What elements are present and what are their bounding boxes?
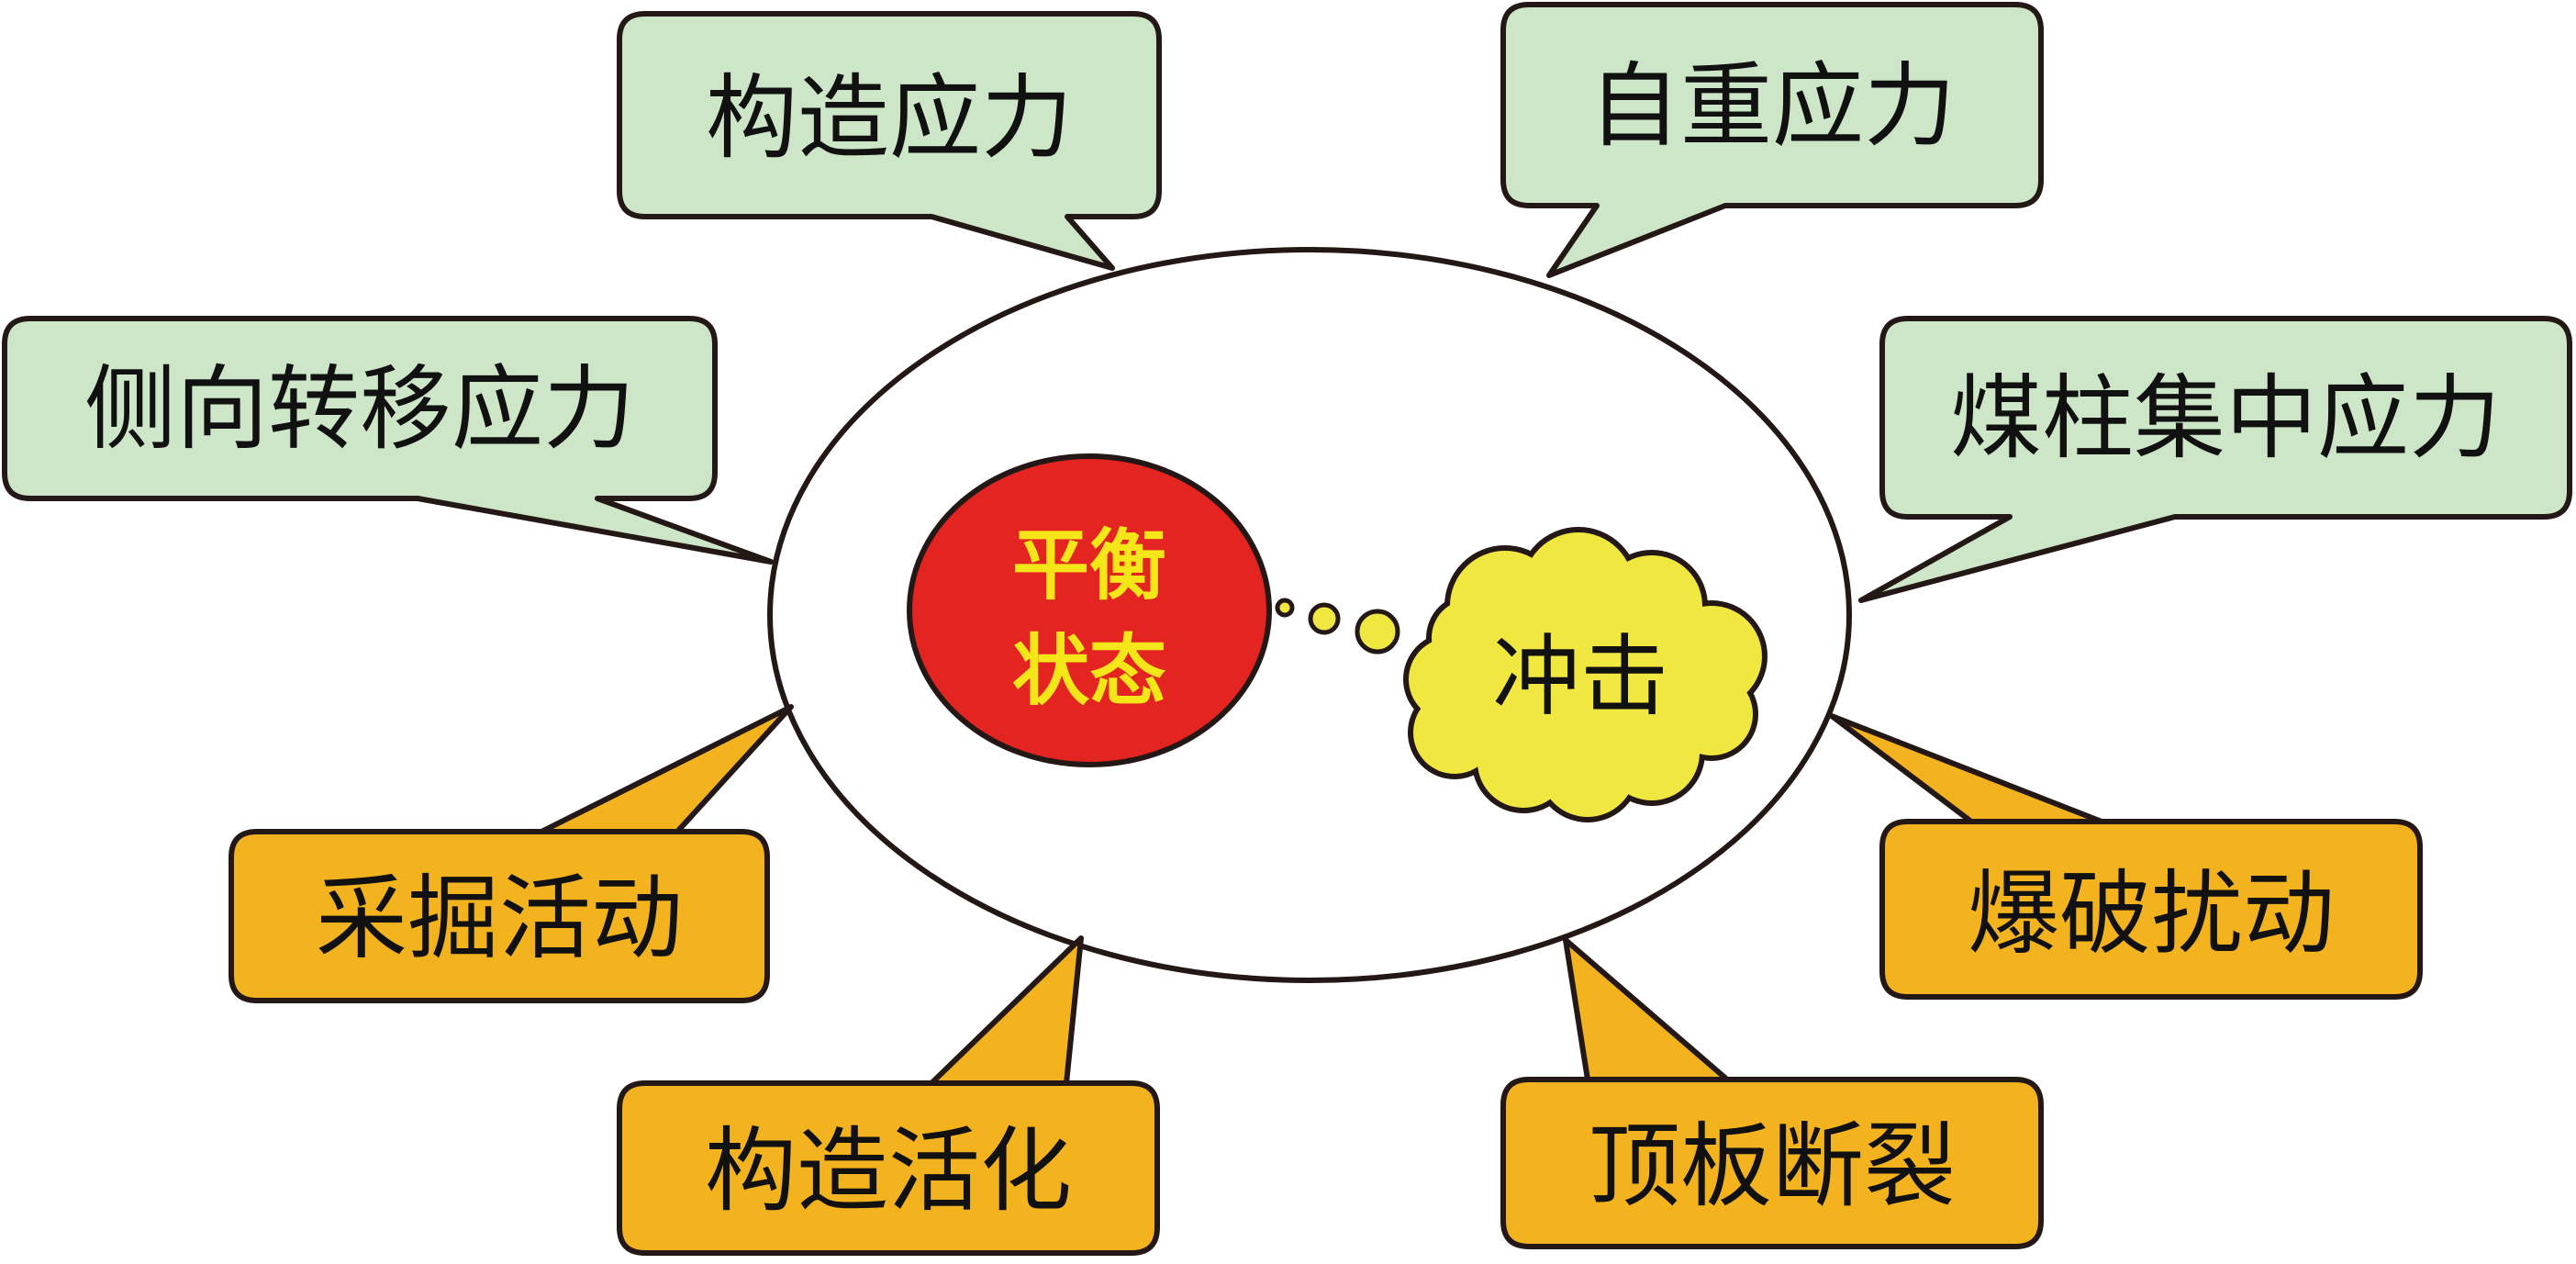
equilibrium-label-line1: 平衡 [1012, 520, 1166, 610]
callout-label: 煤柱集中应力 [1950, 364, 2501, 472]
thought-dot-medium [1308, 602, 1341, 635]
callout-bubble [617, 11, 1162, 271]
callout-roof-fracture: 顶板断裂 [1500, 937, 2044, 1249]
impact-cloud-fill [1409, 532, 1762, 817]
callout-label: 自重应力 [1589, 52, 1956, 160]
equilibrium-label-line2: 状态 [1012, 625, 1166, 716]
callout-bubble [1829, 713, 2423, 1000]
callout-mining-activity: 采掘活动 [229, 704, 794, 1003]
equilibrium-circle [907, 453, 1272, 767]
callout-label: 构造应力 [706, 64, 1073, 172]
impact-node: 冲击 [1403, 527, 1768, 822]
callout-blasting-disturbance: 爆破扰动 [1829, 713, 2423, 1000]
callout-tectonic-activation: 构造活化 [617, 935, 1160, 1256]
equilibrium-node: 平衡 状态 [907, 453, 1272, 767]
callout-bubble [1858, 316, 2572, 603]
callout-bubble [1500, 937, 2044, 1249]
callout-label: 顶板断裂 [1589, 1113, 1956, 1220]
callout-label: 构造活化 [705, 1117, 1072, 1225]
callout-tectonic-stress: 构造应力 [617, 11, 1162, 271]
impact-label: 冲击 [1492, 625, 1668, 728]
callout-bubble [2, 316, 774, 565]
callout-bubble [617, 935, 1160, 1256]
thought-dot-large [1355, 609, 1400, 654]
callout-pillar-concentrated-stress: 煤柱集中应力 [1858, 316, 2572, 603]
callout-lateral-transfer-stress: 侧向转移应力 [2, 316, 774, 565]
thought-dot-small [1275, 598, 1295, 618]
callout-label: 爆破扰动 [1968, 860, 2335, 968]
callout-gravity-stress: 自重应力 [1500, 2, 2044, 278]
callout-label: 采掘活动 [316, 865, 683, 972]
callout-bubble [1500, 2, 2044, 278]
callout-label: 侧向转移应力 [84, 355, 635, 463]
callout-bubble [229, 704, 794, 1003]
